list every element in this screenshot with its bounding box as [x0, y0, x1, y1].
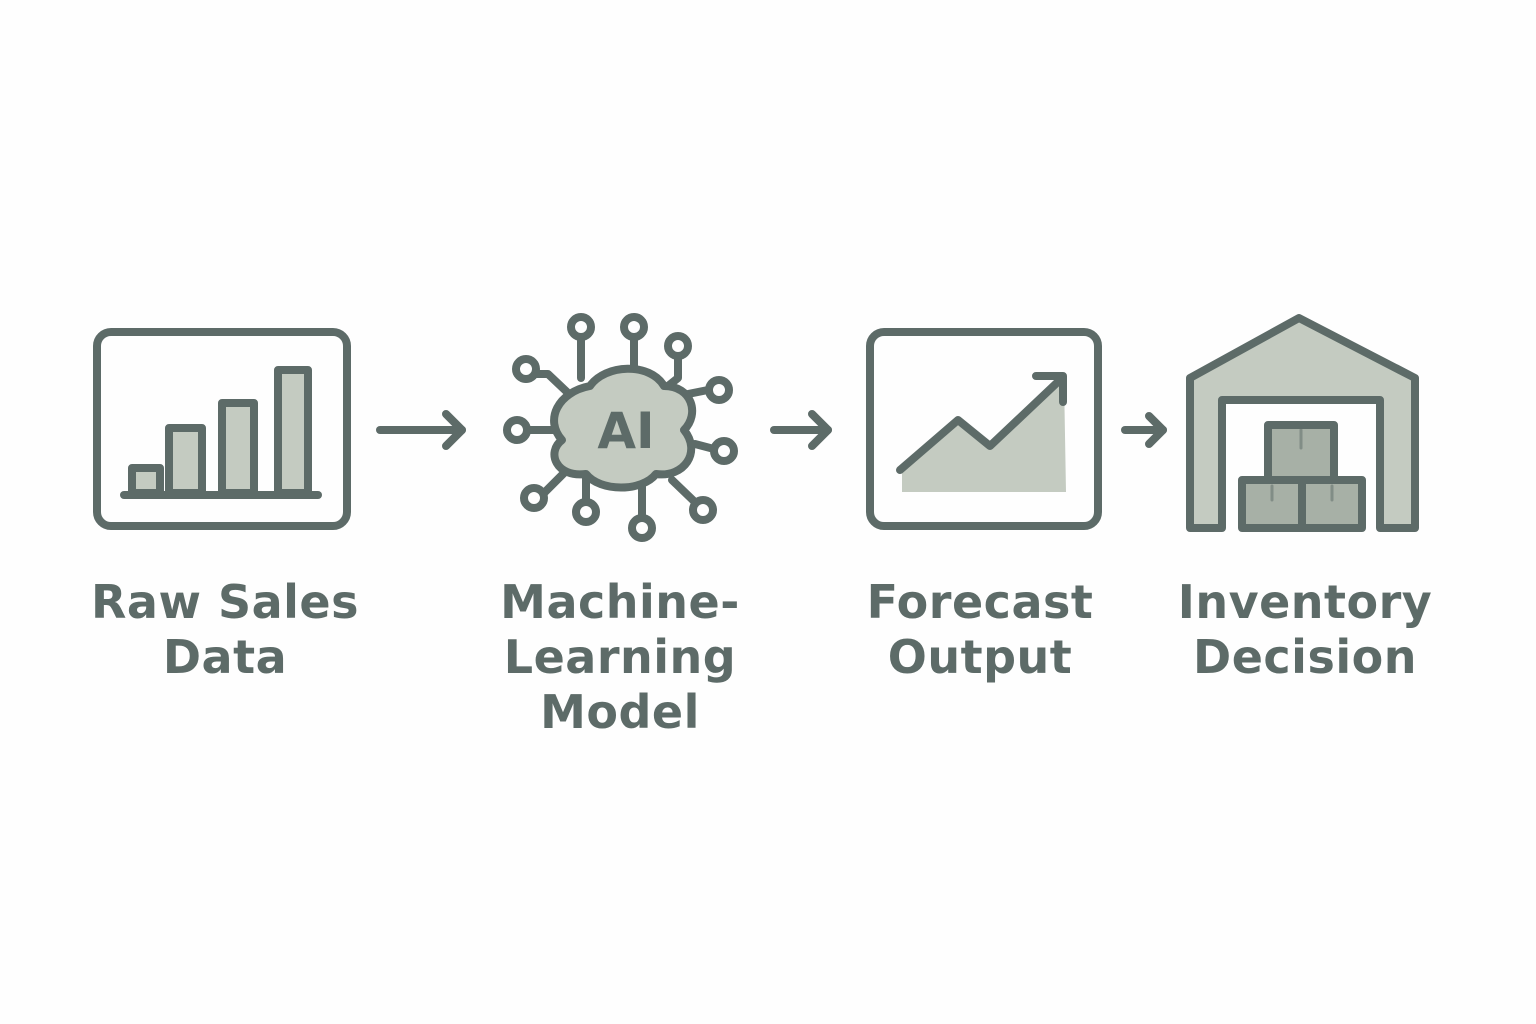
forecast-arrow-head: [1032, 372, 1067, 406]
forecast-area: [902, 378, 1066, 492]
bar-4: [274, 366, 312, 497]
arrow-right-icon: [376, 410, 466, 450]
forecast-trend-line: [896, 374, 1066, 474]
arrow-right-icon: [1121, 412, 1167, 448]
ai-label: AI: [597, 402, 654, 460]
forecast-frame: [866, 328, 1102, 530]
bar-1: [128, 464, 164, 497]
warehouse-icon: [1186, 314, 1419, 532]
bar-chart-frame: [93, 328, 351, 530]
warehouse-boxes: [1238, 421, 1366, 532]
trend-chart-icon: [866, 328, 1102, 530]
stage-label-forecast-output: Forecast Output: [866, 575, 1094, 684]
ai-cloud: [550, 364, 697, 492]
bar-2: [165, 424, 206, 497]
stage-label-machine-learning-model: Machine- Learning Model: [500, 575, 740, 739]
stage-label-raw-sales-data: Raw Sales Data: [91, 575, 359, 684]
bar-chart-icon: [93, 328, 351, 530]
network-nodes: [503, 313, 738, 542]
arrow-right-icon: [770, 410, 832, 450]
warehouse-building: [1186, 314, 1419, 532]
box-tape: [1270, 428, 1334, 502]
bar-3: [218, 399, 258, 497]
box-right: [1298, 476, 1366, 532]
ai-network-icon: AI: [503, 313, 738, 542]
stage-label-inventory-decision: Inventory Decision: [1177, 575, 1433, 684]
